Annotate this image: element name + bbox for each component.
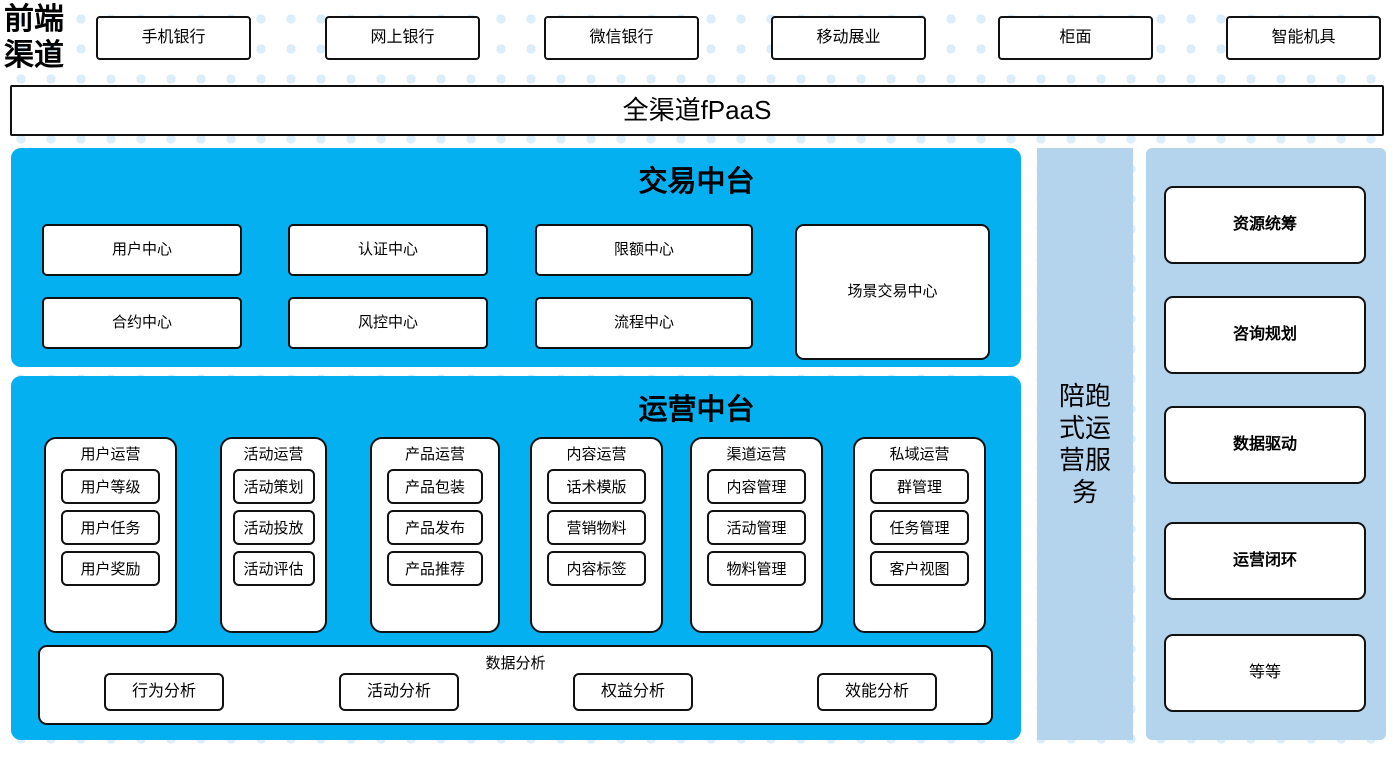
- trade-box-process-center[interactable]: 流程中心: [535, 297, 753, 349]
- service-char-1: 跑: [1085, 381, 1112, 411]
- service-char-5: 服: [1085, 445, 1112, 475]
- channel-box-smart-machine[interactable]: 智能机具: [1226, 16, 1381, 60]
- ops-group-title: 产品运营: [404, 446, 465, 463]
- channel-box-online-bank[interactable]: 网上银行: [325, 16, 480, 60]
- ops-item[interactable]: 群管理: [870, 469, 969, 504]
- ops-group-title: 活动运营: [243, 446, 304, 463]
- ops-group-product[interactable]: 产品运营 产品包装 产品发布 产品推荐: [370, 437, 500, 633]
- service-char-4: 营: [1058, 445, 1085, 475]
- ops-group-campaign[interactable]: 活动运营 活动策划 活动投放 活动评估: [220, 437, 327, 633]
- ops-item[interactable]: 活动评估: [232, 551, 315, 586]
- service-char-3: 运: [1085, 413, 1112, 443]
- front-channel-label-line2: 渠道: [4, 39, 64, 72]
- ops-platform-title: 运营中台: [638, 394, 755, 426]
- ops-group-channel[interactable]: 渠道运营 内容管理 活动管理 物料管理: [690, 437, 823, 633]
- ops-group-title: 用户运营: [80, 446, 141, 463]
- data-analysis-item-benefit[interactable]: 权益分析: [573, 673, 693, 711]
- ops-item[interactable]: 客户视图: [870, 551, 969, 586]
- ops-item[interactable]: 活动策划: [232, 469, 315, 504]
- accompanying-operation-service-column[interactable]: 陪跑式运营服务: [1037, 148, 1133, 740]
- data-analysis-title: 数据分析: [485, 655, 546, 672]
- fpaas-bar[interactable]: 全渠道fPaaS: [10, 85, 1384, 136]
- channel-box-mobile-bank[interactable]: 手机银行: [96, 16, 251, 60]
- ops-item[interactable]: 活动管理: [707, 510, 806, 545]
- ops-group-title: 内容运营: [566, 446, 627, 463]
- ops-item[interactable]: 内容标签: [547, 551, 646, 586]
- ops-item[interactable]: 活动投放: [232, 510, 315, 545]
- ops-group-user[interactable]: 用户运营 用户等级 用户任务 用户奖励: [44, 437, 177, 633]
- trade-box-user-center[interactable]: 用户中心: [42, 224, 242, 276]
- trade-box-auth-center[interactable]: 认证中心: [288, 224, 488, 276]
- ops-item[interactable]: 用户任务: [61, 510, 160, 545]
- ops-item[interactable]: 产品发布: [387, 510, 483, 545]
- right-item-etc[interactable]: 等等: [1164, 634, 1366, 712]
- ops-item[interactable]: 物料管理: [707, 551, 806, 586]
- ops-group-title: 私域运营: [889, 446, 950, 463]
- front-channel-label-line1: 前端: [4, 3, 64, 36]
- front-channel-label: 前端 渠道: [4, 1, 90, 75]
- data-analysis-item-efficiency[interactable]: 效能分析: [817, 673, 937, 711]
- ops-item[interactable]: 营销物料: [547, 510, 646, 545]
- ops-item[interactable]: 话术模版: [547, 469, 646, 504]
- service-char-6: 务: [1071, 477, 1098, 507]
- trade-box-limit-center[interactable]: 限额中心: [535, 224, 753, 276]
- right-item-data-driven[interactable]: 数据驱动: [1164, 406, 1366, 484]
- right-item-operation-loop[interactable]: 运营闭环: [1164, 522, 1366, 600]
- ops-item[interactable]: 内容管理: [707, 469, 806, 504]
- trade-box-scene-transaction-center[interactable]: 场景交易中心: [795, 224, 990, 360]
- ops-group-title: 渠道运营: [726, 446, 787, 463]
- channel-box-counter[interactable]: 柜面: [998, 16, 1153, 60]
- trade-platform-title: 交易中台: [638, 166, 755, 198]
- channel-box-mobile-business[interactable]: 移动展业: [771, 16, 926, 60]
- ops-item[interactable]: 产品推荐: [387, 551, 483, 586]
- ops-item[interactable]: 用户等级: [61, 469, 160, 504]
- channel-box-wechat-bank[interactable]: 微信银行: [544, 16, 699, 60]
- ops-item[interactable]: 用户奖励: [61, 551, 160, 586]
- ops-item[interactable]: 产品包装: [387, 469, 483, 504]
- ops-group-content[interactable]: 内容运营 话术模版 营销物料 内容标签: [530, 437, 663, 633]
- service-column-label: 陪跑式运营服务: [1049, 380, 1121, 508]
- right-item-consulting-planning[interactable]: 咨询规划: [1164, 296, 1366, 374]
- ops-group-private-domain[interactable]: 私域运营 群管理 任务管理 客户视图: [853, 437, 986, 633]
- service-char-0: 陪: [1058, 381, 1085, 411]
- data-analysis-item-campaign[interactable]: 活动分析: [339, 673, 459, 711]
- right-item-resource-coordination[interactable]: 资源统筹: [1164, 186, 1366, 264]
- service-char-2: 式: [1058, 413, 1085, 443]
- trade-box-risk-center[interactable]: 风控中心: [288, 297, 488, 349]
- data-analysis-item-behavior[interactable]: 行为分析: [104, 673, 224, 711]
- ops-item[interactable]: 任务管理: [870, 510, 969, 545]
- trade-box-contract-center[interactable]: 合约中心: [42, 297, 242, 349]
